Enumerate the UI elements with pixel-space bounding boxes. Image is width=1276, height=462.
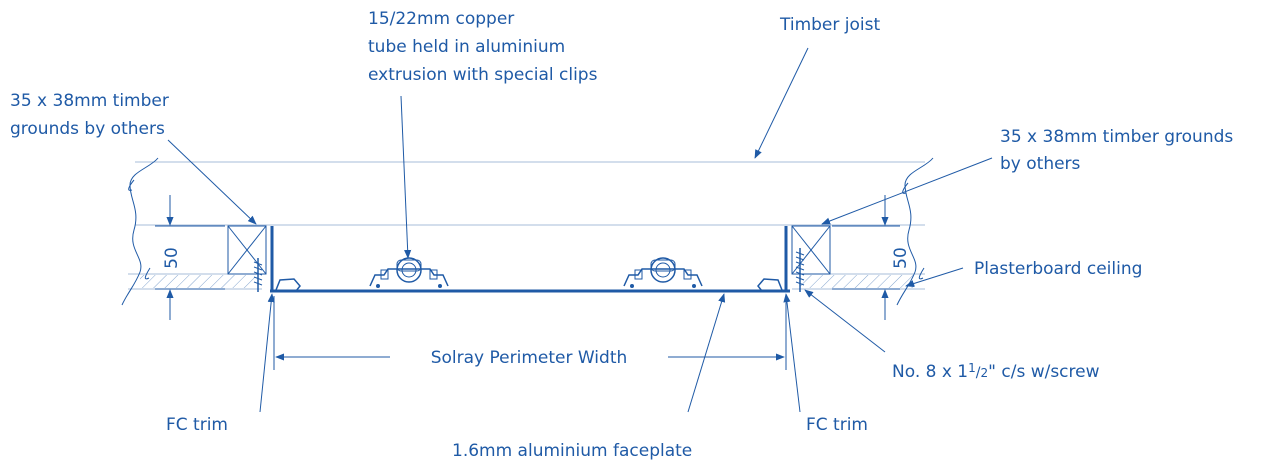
leader-fc-trim-right xyxy=(783,293,801,413)
timber-ground-right xyxy=(791,225,831,275)
label-grounds-right-line1: 35 x 38mm timber grounds xyxy=(1000,127,1233,147)
dimension-50-left: 50 xyxy=(155,195,225,320)
label-screw-suffix: " c/s w/screw xyxy=(988,362,1099,382)
break-line-left xyxy=(121,157,159,306)
leader-faceplate xyxy=(687,293,726,413)
screw-right xyxy=(795,248,805,292)
leader-fc-trim-left xyxy=(259,293,275,413)
label-screw-prefix: No. 8 x 1 xyxy=(892,362,968,382)
label-grounds-left: 35 x 38mm timber grounds by others xyxy=(10,91,169,139)
label-screw-slash: / xyxy=(976,365,981,381)
dimension-50-right: 50 xyxy=(832,195,911,320)
label-faceplate: 1.6mm aluminium faceplate xyxy=(452,441,692,461)
plasterboard-ceiling-right xyxy=(792,273,925,290)
label-screw-sub: 2 xyxy=(981,366,989,380)
leader-copper-tube xyxy=(400,95,412,259)
fc-trim-right xyxy=(757,226,788,292)
plasterboard-ceiling-left xyxy=(128,273,262,290)
label-grounds-right: 35 x 38mm timber grounds by others xyxy=(1000,127,1233,174)
fc-trim-left xyxy=(270,226,301,292)
leader-grounds-right xyxy=(821,157,993,225)
tube-clip-left xyxy=(369,257,449,288)
label-fc-trim-left: FC trim xyxy=(166,415,228,435)
screw-left xyxy=(253,258,263,292)
label-grounds-right-line2: by others xyxy=(1000,154,1081,174)
perimeter-width-label: Solray Perimeter Width xyxy=(431,348,628,368)
label-fc-trim-right: FC trim xyxy=(806,415,868,435)
dimension-left-label: 50 xyxy=(162,247,182,269)
joist-outline xyxy=(135,161,925,226)
label-plasterboard: Plasterboard ceiling xyxy=(974,259,1142,279)
perimeter-width-dimension: Solray Perimeter Width xyxy=(273,296,787,370)
leader-grounds-left xyxy=(167,139,257,225)
label-copper-tube-line1: 15/22mm copper xyxy=(368,9,514,29)
timber-ground-left xyxy=(227,225,267,275)
leader-screw xyxy=(804,289,886,353)
leader-timber-joist xyxy=(754,47,809,159)
label-grounds-left-line2: grounds by others xyxy=(10,119,165,139)
tube-clip-right xyxy=(623,257,703,288)
label-copper-tube-line2: tube held in aluminium xyxy=(368,37,565,57)
label-copper-tube: 15/22mm copper tube held in aluminium ex… xyxy=(368,9,598,85)
leader-plasterboard xyxy=(905,267,964,287)
label-screw: No. 8 x 11/2" c/s w/screw xyxy=(892,361,1100,382)
dimension-right-label: 50 xyxy=(891,247,911,269)
label-screw-sup: 1 xyxy=(968,361,976,375)
label-grounds-left-line1: 35 x 38mm timber xyxy=(10,91,169,111)
label-timber-joist: Timber joist xyxy=(779,15,880,35)
label-copper-tube-line3: extrusion with special clips xyxy=(368,65,598,85)
